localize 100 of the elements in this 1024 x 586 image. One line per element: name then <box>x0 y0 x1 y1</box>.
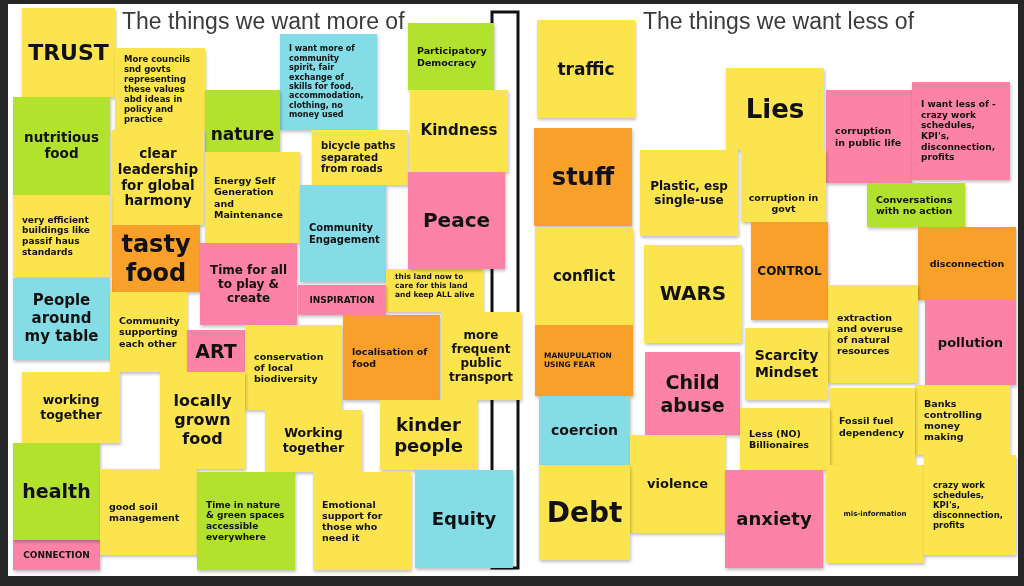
sticky-note <box>828 285 918 383</box>
sticky-note <box>386 269 483 312</box>
sticky-note <box>13 278 110 360</box>
note-text: stuff <box>551 162 615 192</box>
sticky-note <box>298 285 386 315</box>
sticky-note <box>115 48 205 130</box>
note-text: corruption in govt <box>747 191 820 214</box>
note-text: Community Engagement <box>309 221 380 246</box>
note-text: locally grown food <box>172 392 233 449</box>
sticky-note <box>13 540 100 570</box>
sticky-note <box>534 128 632 226</box>
sticky-note <box>100 469 197 555</box>
sticky-note <box>630 435 725 533</box>
note-text: Emotional support for those who need it <box>322 498 384 544</box>
note-text: INSPIRATION <box>309 294 375 306</box>
sticky-note <box>537 20 635 118</box>
note-text: tasty food <box>120 230 192 287</box>
note-text: extraction and overuse of natural resources <box>837 311 904 357</box>
sticky-note <box>22 372 120 443</box>
note-text: good soil management <box>109 500 181 524</box>
sticky-note <box>912 82 1010 180</box>
sticky-note <box>925 300 1016 385</box>
sticky-note <box>13 443 100 540</box>
sticky-note <box>830 388 915 465</box>
sticky-note <box>112 130 204 225</box>
note-text: Scarcity Mindset <box>753 347 820 381</box>
note-text: corruption in public life <box>835 125 903 148</box>
sticky-note <box>535 325 633 396</box>
note-text: ART <box>195 339 237 363</box>
note-text: Working together <box>281 426 346 456</box>
sticky-note <box>408 23 494 90</box>
sticky-note <box>22 8 115 97</box>
sticky-note <box>380 400 477 470</box>
sticky-note <box>645 352 740 435</box>
sticky-note <box>918 227 1016 300</box>
note-text: CONNECTION <box>23 549 90 561</box>
note-text: clear leadership for global harmony <box>116 145 200 210</box>
sticky-note <box>312 130 408 185</box>
note-text: traffic <box>557 58 615 79</box>
sticky-note <box>313 472 411 570</box>
note-text: Lies <box>745 93 805 125</box>
sticky-note <box>826 465 924 563</box>
note-text: More councils snd govts representing these values abd ideas in policy and practice <box>124 53 192 125</box>
sticky-note <box>725 470 823 568</box>
sticky-note <box>160 372 245 469</box>
note-text: WARS <box>659 282 727 306</box>
sticky-note <box>112 225 200 292</box>
note-text: conflict <box>552 267 616 286</box>
sticky-note <box>13 195 110 277</box>
sticky-note <box>110 292 187 372</box>
note-text: Conversations with no action <box>876 193 954 217</box>
sticky-note <box>826 90 912 183</box>
note-text: violence <box>647 476 708 492</box>
note-text: bicycle paths separated from roads <box>321 139 397 176</box>
note-text: Time for all to play & create <box>209 262 288 306</box>
sticky-note <box>745 328 828 400</box>
sticky-note <box>924 455 1016 555</box>
sticky-note <box>280 34 377 130</box>
sticky-note <box>410 90 508 172</box>
sticky-note <box>740 408 830 470</box>
sticky-note <box>539 396 630 465</box>
sticky-note <box>441 312 521 400</box>
sticky-note <box>205 152 300 243</box>
note-text: very efficient buildings like passif haus standards <box>22 214 91 258</box>
note-text: disconnection <box>929 257 1005 270</box>
note-text: nature <box>210 123 275 144</box>
sticky-note <box>408 172 505 269</box>
sticky-note <box>741 150 826 222</box>
sticky-note <box>245 325 342 410</box>
note-text: health <box>22 480 91 503</box>
sticky-note <box>915 385 1010 455</box>
sticky-note <box>726 68 824 150</box>
note-text: Banks controlling money making <box>924 397 983 443</box>
sticky-note <box>415 470 513 568</box>
sticky-note <box>644 245 742 343</box>
note-text: working together <box>39 392 103 423</box>
note-text: Debt <box>546 496 623 529</box>
note-text: I want more of community spirit, fair exchange of skills for food, accommodation, clothing, no money used <box>289 44 365 120</box>
note-text: CONTROL <box>757 263 822 279</box>
note-text: I want less of - crazy work schedules, KPI's, disconnection, profits <box>921 99 997 163</box>
sticky-note <box>867 183 965 227</box>
note-text: Equity <box>431 508 497 530</box>
sticky-note <box>539 465 630 560</box>
sticky-note <box>300 185 386 282</box>
note-text: Plastic, esp single-use <box>649 178 729 208</box>
note-text: Community supporting each other <box>119 315 180 349</box>
note-text: Fossil fuel dependency <box>839 415 906 438</box>
sticky-note <box>640 150 738 236</box>
note-text: conservation of local biodiversity <box>254 350 325 385</box>
note-text: crazy work schedules, KPI's, disconnection, profits <box>933 479 1004 531</box>
note-text: TRUST <box>28 39 109 66</box>
note-text: Kindness <box>420 122 498 140</box>
note-text: Energy Self Generation and Maintenance <box>214 175 284 220</box>
note-text: Less (NO) Billionaires <box>749 427 810 451</box>
section-heading: The things we want more of <box>122 8 405 35</box>
note-text: coercion <box>551 422 618 439</box>
sticky-note <box>535 228 633 325</box>
sticky-note <box>343 315 440 400</box>
section-heading: The things we want less of <box>643 8 915 35</box>
sticky-note <box>205 90 280 152</box>
